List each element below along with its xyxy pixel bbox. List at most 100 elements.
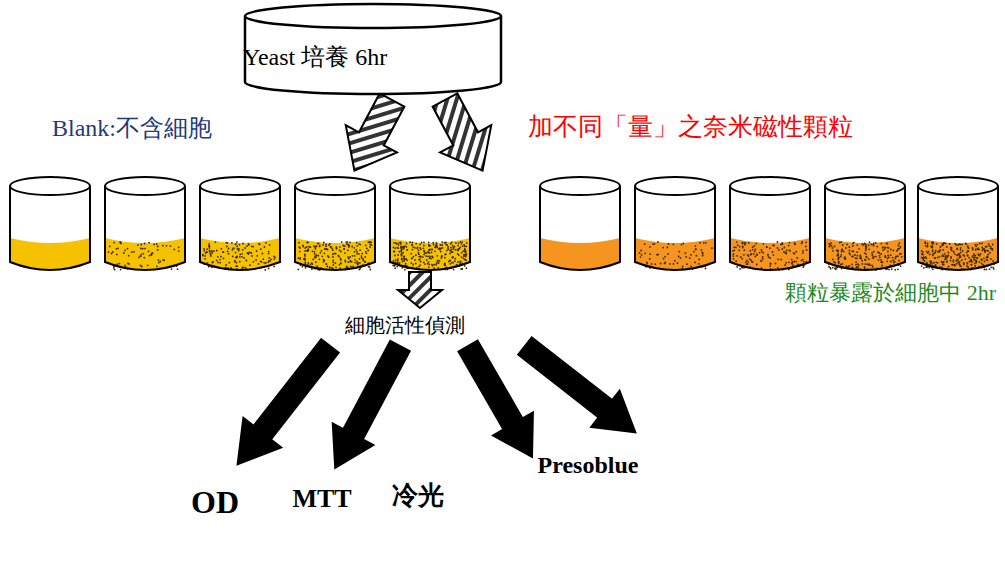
particle — [466, 267, 468, 269]
particle — [356, 253, 358, 255]
particle — [926, 257, 928, 259]
particle — [302, 266, 304, 268]
particle — [750, 253, 752, 255]
particle — [932, 251, 934, 253]
particle — [173, 249, 175, 251]
particle — [219, 259, 221, 261]
particle — [359, 249, 361, 251]
particle — [157, 249, 159, 251]
particle — [926, 251, 928, 253]
particle — [773, 254, 775, 256]
particle — [413, 256, 415, 258]
particle — [922, 259, 924, 261]
particle — [464, 265, 466, 267]
particle — [958, 255, 960, 257]
particle — [304, 255, 306, 257]
particle — [127, 248, 129, 250]
particle — [739, 268, 741, 270]
particle — [439, 248, 441, 250]
particle — [832, 247, 834, 249]
particle — [356, 245, 358, 247]
particle — [394, 255, 396, 257]
particle — [894, 261, 896, 263]
particle — [703, 242, 705, 244]
particle — [410, 253, 412, 255]
cup — [390, 186, 470, 270]
particle — [859, 255, 861, 257]
particle — [845, 247, 847, 249]
particle — [942, 261, 944, 263]
particle — [766, 246, 768, 248]
particle — [454, 258, 456, 260]
particle — [887, 243, 889, 245]
particle — [669, 263, 671, 265]
particle — [785, 262, 787, 264]
particle — [865, 256, 867, 258]
particle — [943, 242, 945, 244]
particle — [844, 258, 846, 260]
particle — [423, 245, 425, 247]
particle — [316, 245, 318, 247]
particle — [923, 256, 925, 258]
particle — [445, 253, 447, 255]
particle — [840, 241, 842, 243]
particle — [789, 242, 791, 244]
particle — [752, 246, 754, 248]
particle — [314, 255, 316, 257]
particle — [685, 252, 687, 254]
particle — [143, 257, 145, 259]
particle — [788, 249, 790, 251]
particle — [740, 256, 742, 258]
particle — [656, 254, 658, 256]
particle — [856, 251, 858, 253]
particle — [657, 254, 659, 256]
cup — [295, 186, 375, 270]
particle — [405, 263, 407, 265]
particle — [897, 255, 899, 257]
particle — [346, 266, 348, 268]
particle — [990, 258, 992, 260]
particle — [465, 250, 467, 252]
particle — [314, 251, 316, 253]
particle — [140, 255, 142, 257]
particle — [230, 267, 232, 269]
particle — [789, 250, 791, 252]
particle — [461, 268, 463, 270]
particle — [211, 252, 213, 254]
particle — [744, 249, 746, 251]
particle — [265, 262, 267, 264]
particle — [932, 263, 934, 265]
particle — [744, 244, 746, 246]
particle — [829, 246, 831, 248]
particle — [420, 261, 422, 263]
particle — [264, 246, 266, 248]
particle — [157, 246, 159, 248]
particle — [956, 248, 958, 250]
particle — [958, 253, 960, 255]
cup — [10, 186, 90, 270]
particle — [975, 255, 977, 257]
particle — [736, 255, 738, 257]
particle — [768, 256, 770, 258]
result-arrow — [315, 335, 420, 478]
particle — [952, 264, 954, 266]
result-arrow — [219, 331, 349, 479]
particle — [673, 263, 675, 265]
particle — [369, 246, 371, 248]
particle — [879, 255, 881, 257]
particle — [332, 249, 334, 251]
particle — [326, 263, 328, 265]
particle — [845, 265, 847, 267]
particle — [357, 264, 359, 266]
particle — [778, 249, 780, 251]
particle — [202, 255, 204, 257]
particle — [128, 255, 130, 257]
particle — [436, 255, 438, 257]
particle — [239, 254, 241, 256]
particle — [151, 254, 153, 256]
particle — [229, 262, 231, 264]
particle — [242, 249, 244, 251]
particle — [968, 257, 970, 259]
particle — [437, 267, 439, 269]
particle — [108, 251, 110, 253]
